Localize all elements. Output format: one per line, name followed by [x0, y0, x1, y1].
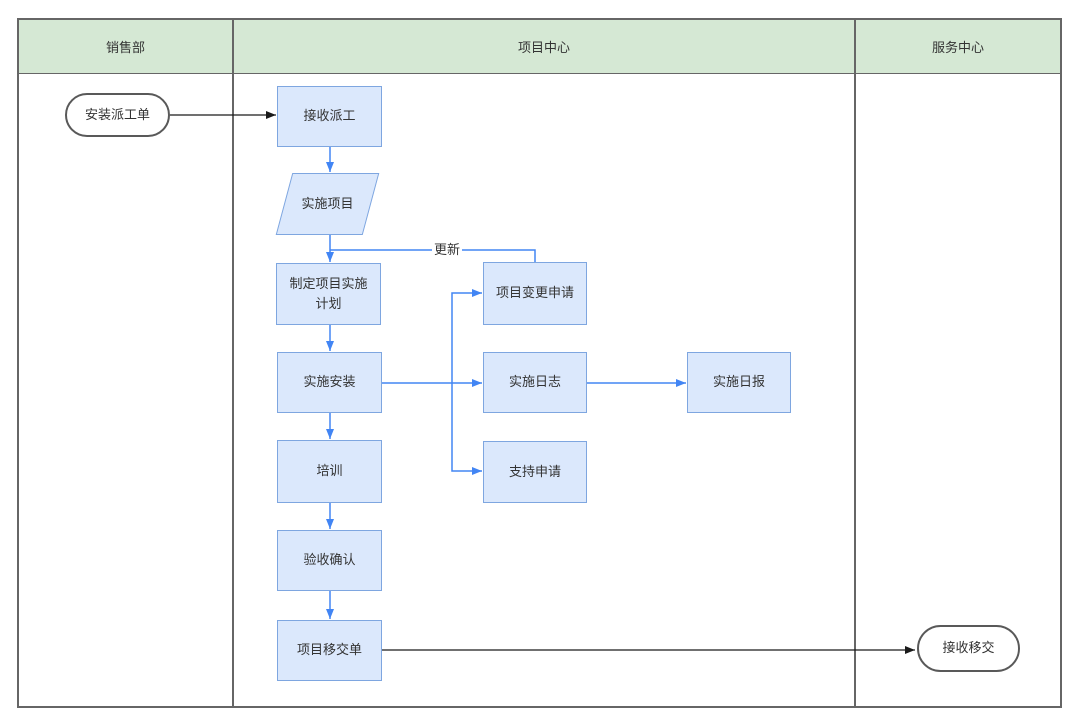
node-label-support-request: 支持申请 [508, 463, 561, 479]
lane-header-service-center[interactable]: 服务中心 [856, 20, 1060, 74]
node-support-request[interactable]: 支持申请 [483, 441, 587, 503]
node-acceptance-confirmation[interactable]: 验收确认 [277, 530, 382, 591]
node-training[interactable]: 培训 [277, 440, 382, 503]
lane-body-service-center [856, 74, 1060, 706]
lane-title-service-center: 服务中心 [931, 40, 984, 55]
node-label-implement-project: 实施项目 [301, 195, 354, 211]
node-receive-handover[interactable]: 接收移交 [917, 625, 1020, 672]
node-label-receive-dispatch: 接收派工 [303, 108, 356, 124]
node-label-implementation-daily-report: 实施日报 [712, 374, 765, 390]
node-label-project-change-request: 项目变更申请 [495, 285, 574, 301]
node-label-project-handover-form: 项目移交单 [296, 642, 362, 658]
node-implement-installation[interactable]: 实施安装 [277, 352, 382, 413]
node-implement-project[interactable]: 实施项目 [275, 173, 380, 235]
node-label-implement-installation: 实施安装 [303, 374, 356, 390]
lane-header-sales[interactable]: 销售部 [19, 20, 232, 74]
node-make-implementation-plan[interactable]: 制定项目实施计划 [276, 263, 381, 325]
node-implementation-daily-report[interactable]: 实施日报 [687, 352, 791, 413]
node-project-handover-form[interactable]: 项目移交单 [277, 620, 382, 681]
lane-body-sales [19, 74, 232, 706]
node-label-receive-handover: 接收移交 [942, 640, 995, 656]
lane-service-center: 服务中心 [854, 20, 1060, 706]
edge-label-update: 更新 [432, 242, 463, 257]
node-label-install-dispatch-order: 安装派工单 [84, 106, 150, 122]
node-project-change-request[interactable]: 项目变更申请 [483, 262, 587, 325]
lane-title-project-center: 项目中心 [517, 40, 570, 55]
node-implementation-log[interactable]: 实施日志 [483, 352, 587, 413]
node-label-training: 培训 [316, 463, 343, 479]
lane-header-project-center[interactable]: 项目中心 [234, 20, 854, 74]
node-label-implementation-log: 实施日志 [508, 374, 561, 390]
node-receive-dispatch[interactable]: 接收派工 [277, 86, 382, 147]
lane-title-sales: 销售部 [105, 40, 145, 55]
node-label-make-implementation-plan: 制定项目实施计划 [289, 275, 368, 311]
node-install-dispatch-order[interactable]: 安装派工单 [65, 93, 170, 137]
lane-sales: 销售部 [19, 20, 232, 706]
node-label-acceptance-confirmation: 验收确认 [303, 552, 356, 568]
